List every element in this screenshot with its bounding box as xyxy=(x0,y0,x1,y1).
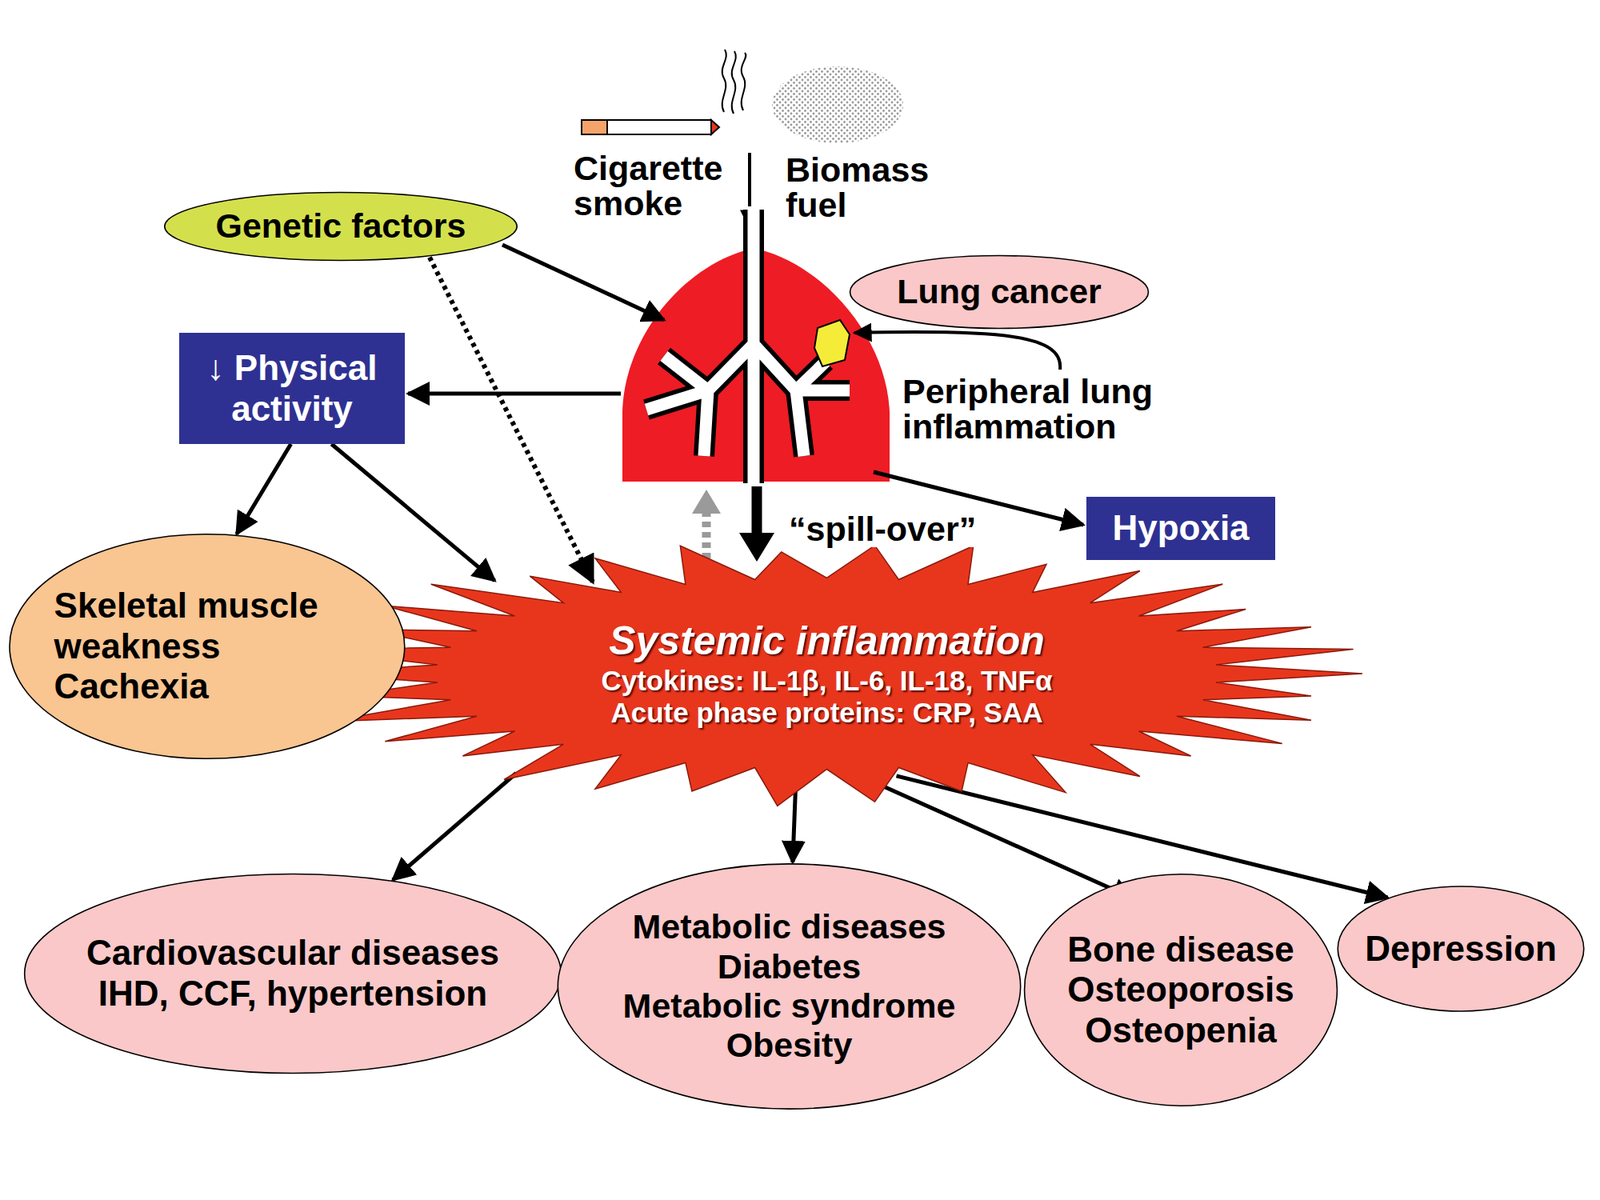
disease-ellipse: Lung cancer xyxy=(848,255,1150,329)
node-heading: Systemic inflammation xyxy=(608,618,1045,665)
disease-ellipse: Metabolic diseasesDiabetesMetabolic synd… xyxy=(556,862,1023,1111)
node-label: Osteopenia xyxy=(1084,1010,1277,1052)
disease-ellipse: Cardiovascular diseasesIHD, CCF, hyperte… xyxy=(22,872,564,1075)
node-text-group: Metabolic diseasesDiabetesMetabolic synd… xyxy=(623,907,956,1066)
node-label: Bone disease xyxy=(1067,929,1295,971)
process-box: Hypoxia xyxy=(1086,496,1276,560)
node-text-group: Cardiovascular diseasesIHD, CCF, hyperte… xyxy=(86,932,500,1014)
smoke-wisp xyxy=(732,51,736,114)
node-text-group: Depression xyxy=(1364,928,1557,970)
cigarette-filter xyxy=(581,120,608,135)
biomass-cloud xyxy=(772,66,904,144)
disease-ellipse: Bone diseaseOsteoporosisOsteopenia xyxy=(1023,872,1339,1108)
source-label: Biomass fuel xyxy=(785,152,946,224)
node-text-group: Systemic inflammationCytokines: IL-1β, I… xyxy=(600,618,1052,729)
effect-ellipse: Skeletal muscle weaknessCachexia xyxy=(8,532,407,760)
ellipse-outline xyxy=(164,192,517,261)
node-text-group: ↓ Physical activity xyxy=(186,348,398,429)
node-label: Cachexia xyxy=(54,666,209,708)
spill-over-arrow xyxy=(752,486,763,535)
factor-ellipse: Genetic factors xyxy=(163,192,519,261)
starburst-node: Systemic inflammationCytokines: IL-1β, I… xyxy=(291,540,1363,807)
tumour xyxy=(814,320,850,367)
node-text-group: Skeletal muscle weaknessCachexia xyxy=(54,585,367,708)
node-label: Skeletal muscle weakness xyxy=(54,585,367,667)
node-label: Hypoxia xyxy=(1105,508,1256,549)
feedback-arrow xyxy=(702,512,712,559)
bronchi xyxy=(646,206,850,485)
genetic-to-lung-arrow xyxy=(502,244,664,320)
node-label: Metabolic syndrome xyxy=(623,986,956,1026)
disease-ellipse: Depression xyxy=(1336,885,1585,1012)
node-label: Metabolic diseases xyxy=(632,907,947,947)
cigarette-body xyxy=(581,120,712,135)
node-label: Diabetes xyxy=(717,947,861,987)
node-label: Depression xyxy=(1364,928,1557,970)
connector-layer xyxy=(236,257,1388,900)
ellipse-outline xyxy=(9,534,405,760)
arrow-label: “spill-over” xyxy=(785,512,980,548)
node-text-group: Genetic factors xyxy=(215,206,466,246)
lung-to-activity-arrow xyxy=(408,392,621,396)
smoke-wisp xyxy=(741,52,747,111)
starburst-outline xyxy=(300,545,1363,807)
node-label: Cardiovascular diseases xyxy=(86,932,500,974)
feedback-arrowhead xyxy=(692,489,721,514)
node-detail: Acute phase proteins: CRP, SAA xyxy=(610,696,1043,729)
node-detail: Cytokines: IL-1β, IL-6, IL-18, TNFα xyxy=(600,664,1052,697)
connector-arrow xyxy=(236,444,292,534)
connector-arrow xyxy=(331,444,495,581)
node-text-group: Lung cancer xyxy=(896,272,1102,312)
source-label: Cigarette smoke xyxy=(573,151,734,222)
spill-over-arrowhead xyxy=(739,532,775,562)
ellipse-outline xyxy=(1337,886,1584,1012)
node-label: ↓ Physical activity xyxy=(186,348,398,429)
ellipse-outline xyxy=(850,256,1149,329)
node-label: Osteoporosis xyxy=(1067,969,1295,1011)
node-text-group: Bone diseaseOsteoporosisOsteopenia xyxy=(1067,929,1295,1052)
cigarette-ember xyxy=(711,120,720,135)
smoke-wisp xyxy=(722,49,727,112)
lungs-illustration xyxy=(622,206,890,485)
node-text-group: Hypoxia xyxy=(1105,508,1256,549)
ellipse-outline xyxy=(557,864,1020,1109)
node-label: Obesity xyxy=(726,1025,853,1065)
ellipse-outline xyxy=(24,874,562,1074)
ellipse-outline xyxy=(1024,874,1338,1106)
process-box: ↓ Physical activity xyxy=(179,332,405,444)
node-label: Lung cancer xyxy=(896,272,1102,312)
cancer-leader-arrow xyxy=(854,332,1060,370)
dotted-arrow xyxy=(429,257,593,583)
cigarette-icon xyxy=(581,49,746,135)
node-label: Genetic factors xyxy=(215,206,466,246)
annotation-label: Peripheral lung inflammation xyxy=(902,374,1207,445)
connector-arrow xyxy=(392,773,516,880)
node-label: IHD, CCF, hypertension xyxy=(98,973,488,1015)
